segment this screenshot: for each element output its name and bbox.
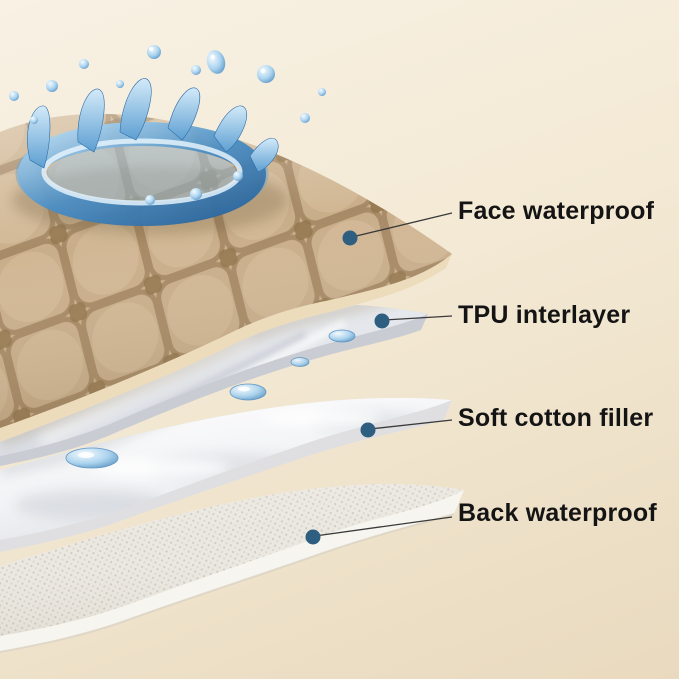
callouts (305, 212, 453, 545)
callout-label-back-waterproof: Back waterproof (458, 499, 657, 527)
water-droplets (9, 45, 326, 205)
cotton-filler-layer (0, 397, 452, 552)
callout-dot-icon (342, 230, 358, 246)
splash-crown (27, 78, 279, 173)
callout-label-soft-cotton-filler: Soft cotton filler (458, 404, 654, 432)
callout-label-face-waterproof: Face waterproof (458, 197, 655, 225)
leader-line (351, 212, 453, 238)
surface-drops (65, 329, 356, 469)
leader-line (383, 315, 453, 321)
back-waterproof-layer (0, 484, 464, 653)
callout-dot-icon (360, 422, 376, 438)
callout-dot-icon (374, 313, 390, 329)
water-splash (9, 45, 326, 234)
leader-line (314, 516, 453, 537)
callout-dot-icon (305, 529, 321, 545)
callout-label-tpu-interlayer: TPU interlayer (458, 301, 631, 329)
leader-line (369, 419, 453, 430)
